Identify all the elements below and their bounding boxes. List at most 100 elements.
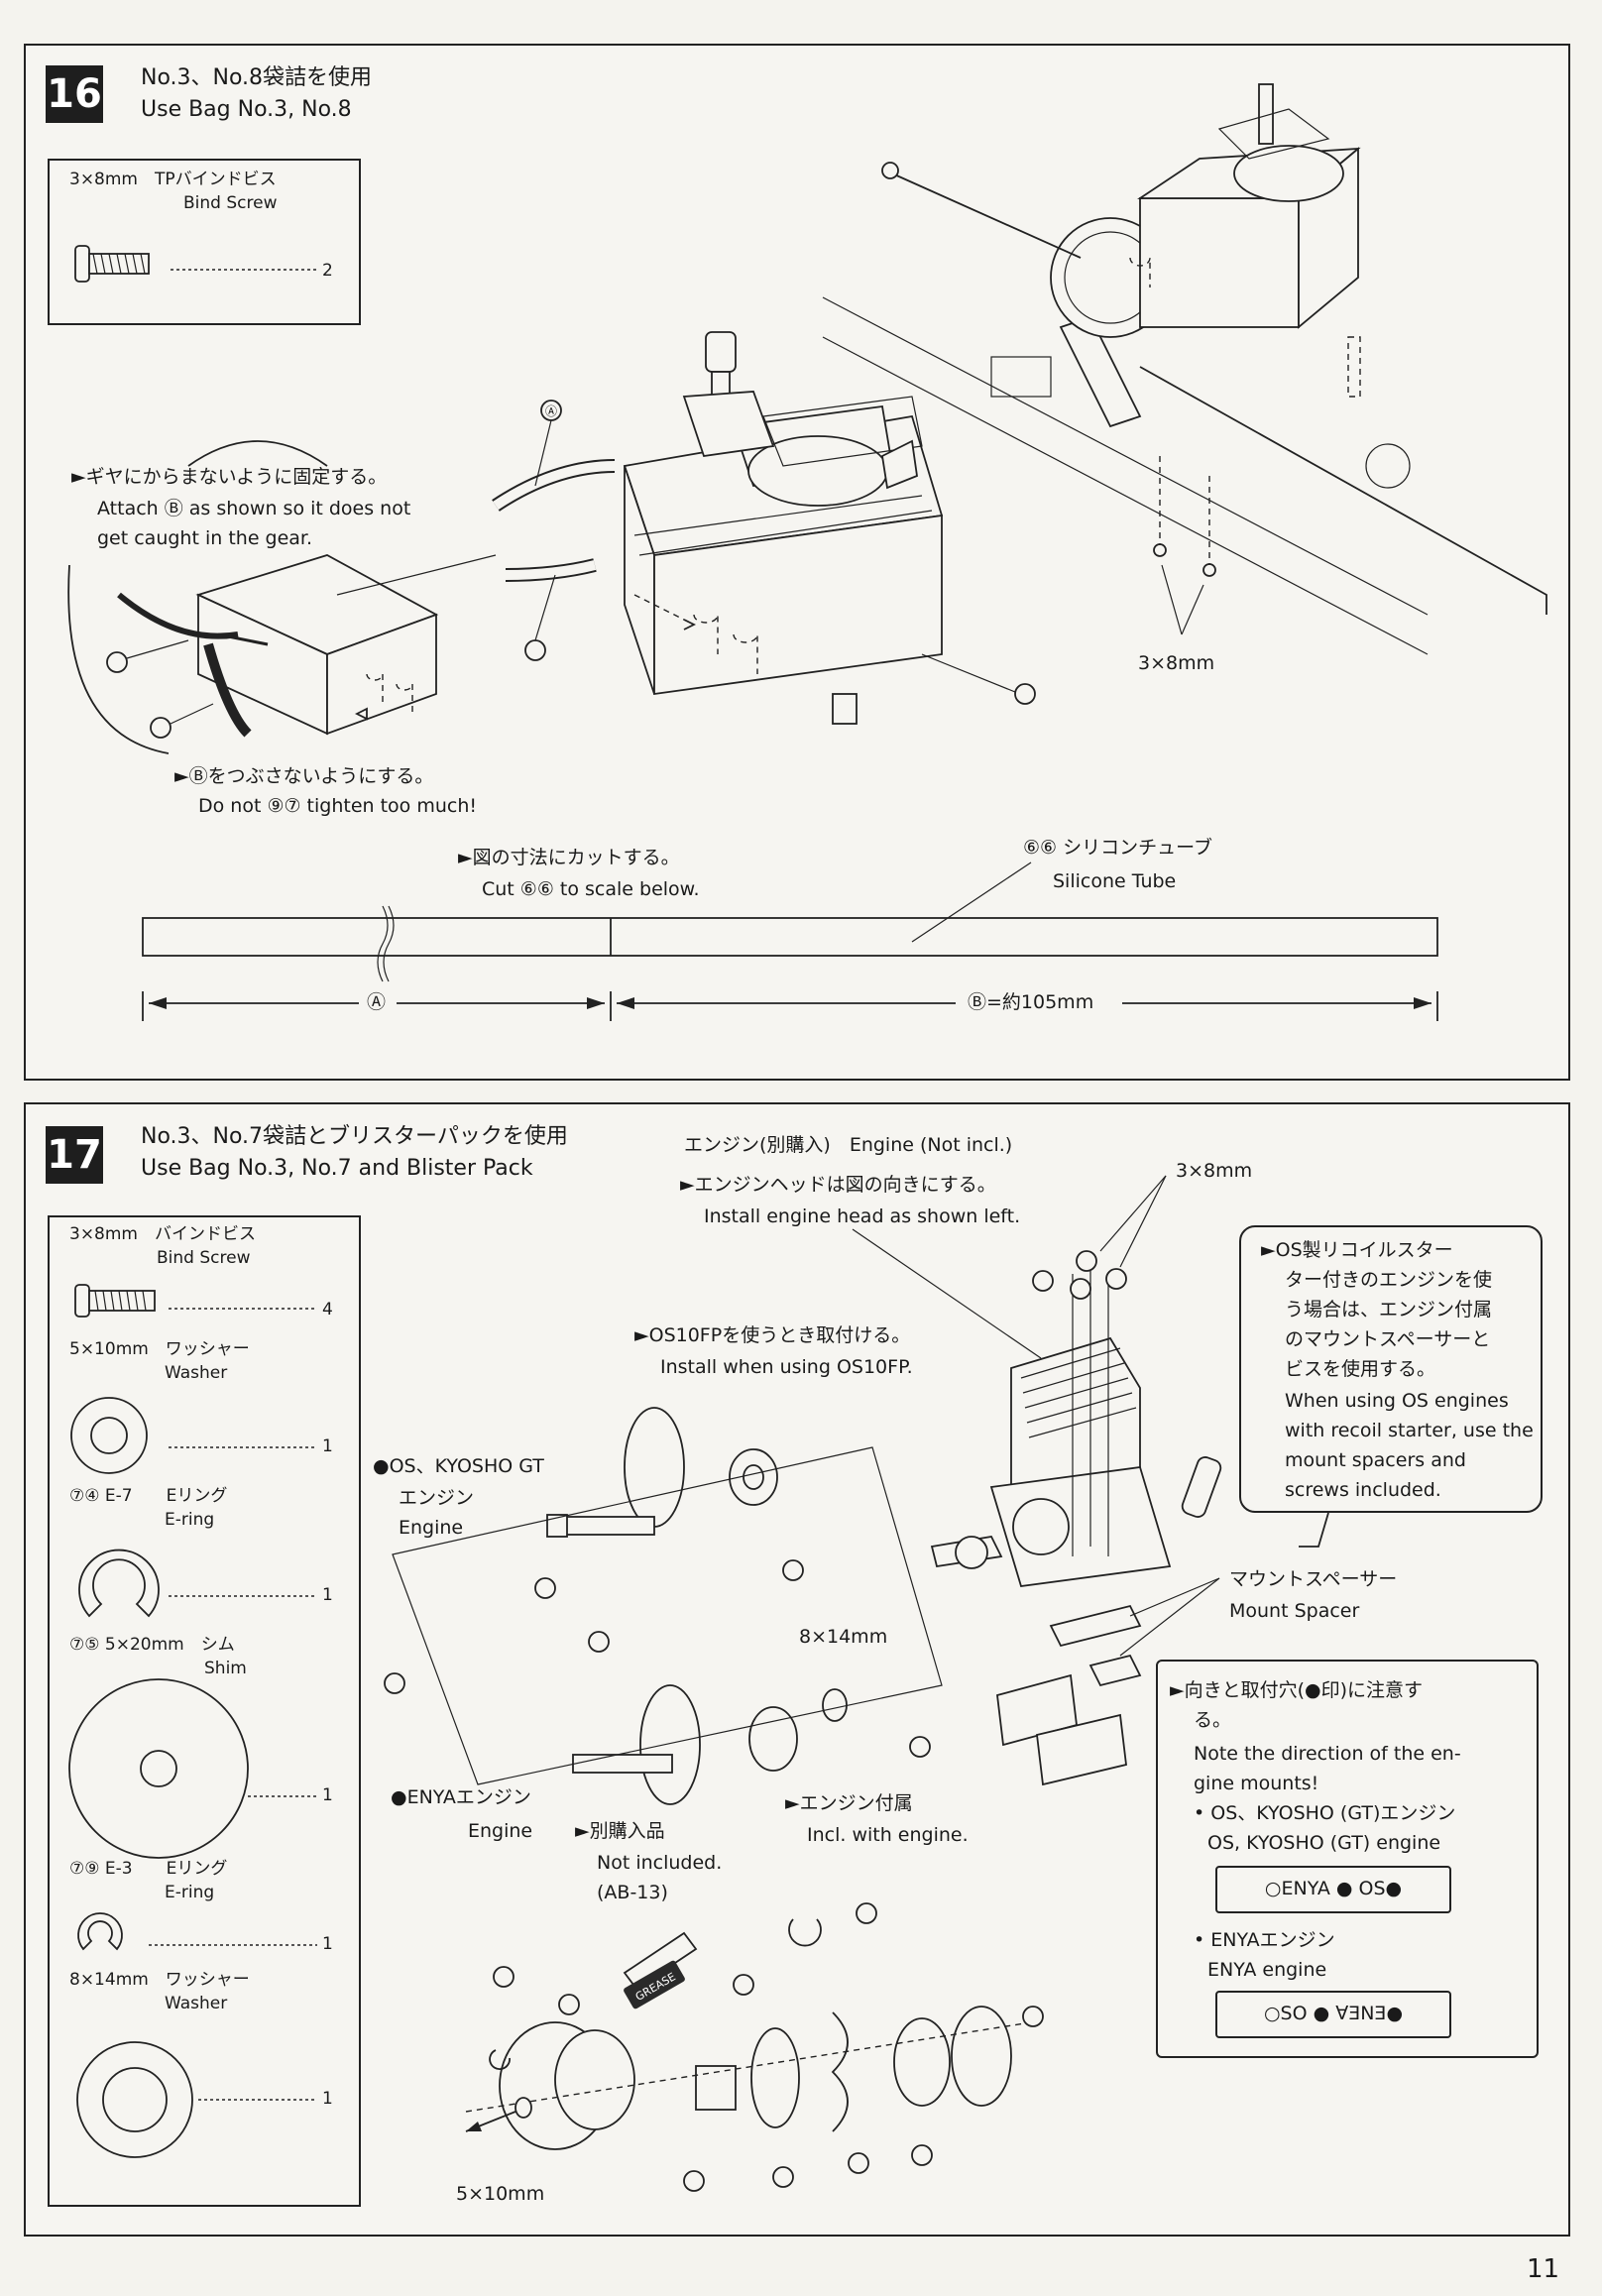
step-17-number: 17 [46, 1126, 103, 1184]
tube-label-en: Silicone Tube [1053, 870, 1177, 892]
p17-1-en: Bind Screw [157, 1248, 251, 1268]
bottom-washer-label: 5×10mm [456, 2183, 545, 2205]
washer-5x10-icon [70, 1397, 317, 1474]
head-note-jp: ►エンジンヘッドは図の向きにする。 [680, 1174, 996, 1196]
chassis-assembly [822, 83, 1547, 655]
engine-label: エンジン(別購入) Engine (Not incl.) [684, 1134, 1013, 1156]
bind-screw-17-icon [74, 1284, 317, 1318]
dir-en1: Note the direction of the en- [1194, 1743, 1461, 1765]
os-note-box [1239, 1225, 1543, 1513]
os-note-jp-4: のマウントスペーサーと [1285, 1328, 1491, 1350]
page-number: 11 [1527, 2254, 1560, 2284]
os-direction-text: ○ENYA ● OS● [1264, 1878, 1403, 1899]
fuel-tank-drawing [623, 331, 944, 725]
p17-5-jp: ⑦⑨ E-3 Eリング [69, 1859, 228, 1879]
callout-a: Ⓐ [545, 404, 557, 418]
washer-8x14-label: 8×14mm [799, 1626, 888, 1648]
step-16-parts-box [48, 159, 361, 325]
p17-4-jp: ⑦⑤ 5×20mm シム [69, 1635, 235, 1655]
incl-engine-jp: ►エンジン付属 [785, 1792, 913, 1814]
os-kyosho-en: Engine [399, 1517, 464, 1539]
p17-2-en: Washer [165, 1363, 228, 1383]
silicone-tube-diagram [142, 861, 1438, 1021]
p17-3-qty: 1 [322, 1585, 333, 1605]
dir-enya-en: ENYA engine [1207, 1959, 1327, 1981]
shim-icon [68, 1678, 317, 1859]
p17-2-qty: 1 [322, 1436, 333, 1456]
cut-note-en: Cut ⑥⑥ to scale below. [482, 878, 700, 900]
not-incl-jp: ►別購入品 [575, 1820, 665, 1842]
os-note-jp-3: う場合は、エンジン付属 [1285, 1299, 1493, 1320]
washer-8x14-icon [76, 2041, 317, 2158]
tight-note-jp: ►Ⓑをつぶさないようにする。 [174, 765, 434, 787]
not-incl-en: Not included. [597, 1852, 723, 1874]
callout-circles-17 [384, 1559, 1044, 2192]
p17-6-qty: 1 [322, 2089, 333, 2109]
cut-note-jp: ►図の寸法にカットする。 [458, 847, 680, 868]
os-note-en-2: with recoil starter, use the [1285, 1420, 1534, 1441]
p17-3-en: E-ring [165, 1510, 215, 1530]
os-note-en-3: mount spacers and [1285, 1449, 1466, 1471]
parts-screw-name: 3×8mm TPバインドビス [69, 170, 277, 189]
parts-screw-en: Bind Screw [183, 193, 278, 213]
p17-6-jp: 8×14mm ワッシャー [69, 1970, 250, 1990]
p17-2-jp: 5×10mm ワッシャー [69, 1339, 250, 1359]
p17-1-qty: 4 [322, 1300, 333, 1320]
dir-os-jp: • OS、KYOSHO (GT)エンジン [1194, 1802, 1456, 1824]
p17-4-qty: 1 [322, 1785, 333, 1805]
enya-en: Engine [468, 1820, 533, 1842]
tube-label-jp: ⑥⑥ シリコンチューブ [1023, 837, 1212, 859]
parts-screw-qty: 2 [322, 261, 333, 281]
dir-os-en: OS, KYOSHO (GT) engine [1207, 1832, 1441, 1854]
os10-note-en: Install when using OS10FP. [660, 1356, 913, 1378]
not-incl-code: (AB-13) [597, 1882, 668, 1903]
bind-screw-icon [74, 245, 319, 283]
os-kyosho-jp: ●OS、KYOSHO GT [373, 1455, 544, 1477]
dir-jp1: ►向きと取付穴(●印)に注意す [1170, 1679, 1424, 1701]
os-note-en-1: When using OS engines [1285, 1390, 1509, 1412]
incl-engine-en: Incl. with engine. [807, 1824, 969, 1846]
head-note-en: Install engine head as shown left. [704, 1205, 1021, 1227]
tight-note-en: Do not ⑨⑦ tighten too much! [198, 795, 478, 817]
flywheel-os-drawing [546, 1407, 778, 1538]
step-16-number: 16 [46, 65, 103, 123]
dir-en2: gine mounts! [1194, 1773, 1319, 1794]
screw-label-17: 3×8mm [1176, 1160, 1253, 1182]
os-kyosho-jp2: エンジン [399, 1487, 475, 1509]
step-17-title-en: Use Bag No.3, No.7 and Blister Pack [141, 1156, 533, 1181]
e-ring-e7-icon [78, 1549, 317, 1618]
gear-note-en2: get caught in the gear. [97, 527, 313, 549]
os-note-en-4: screws included. [1285, 1479, 1441, 1501]
os-note-jp-2: ター付きのエンジンを使 [1285, 1269, 1493, 1291]
enya-direction-text: ○SO ● ∀ƎNƎ● [1263, 2003, 1404, 2024]
enya-direction-box [1215, 1991, 1451, 2038]
step-16-title-en: Use Bag No.3, No.8 [141, 97, 352, 122]
p17-3-jp: ⑦④ E-7 Eリング [69, 1486, 228, 1506]
engine-drawing [852, 1175, 1329, 1786]
step-17-title-jp: No.3、No.7袋詰とブリスターパックを使用 [141, 1124, 568, 1149]
dir-jp2: る。 [1194, 1709, 1232, 1731]
os-direction-box [1215, 1866, 1451, 1913]
mount-spacer-jp: マウントスペーサー [1229, 1568, 1398, 1590]
clutch-assembly-drawing [465, 1918, 1032, 2150]
p17-4-en: Shim [204, 1659, 247, 1678]
step-16-title-jp: No.3、No.8袋詰を使用 [141, 65, 373, 90]
e-ring-e3-icon [77, 1912, 317, 1951]
gear-note-en1: Attach Ⓑ as shown so it does not [97, 498, 411, 519]
p17-5-en: E-ring [165, 1883, 215, 1902]
os10-note-jp: ►OS10FPを使うとき取付ける。 [634, 1324, 911, 1346]
dir-enya-jp: • ENYAエンジン [1194, 1929, 1335, 1951]
os-note-jp-5: ビスを使用する。 [1285, 1358, 1436, 1380]
os-note-jp-1: ►OS製リコイルスター [1261, 1239, 1453, 1261]
screw-label-16: 3×8mm [1138, 652, 1215, 674]
dim-a-label: Ⓐ [367, 991, 387, 1013]
p17-6-en: Washer [165, 1994, 228, 2013]
mount-spacer-en: Mount Spacer [1229, 1600, 1360, 1622]
p17-1-jp: 3×8mm バインドビス [69, 1224, 256, 1244]
p17-5-qty: 1 [322, 1934, 333, 1954]
gear-note-jp: ►ギヤにからまないように固定する。 [71, 466, 388, 488]
dim-b-label: Ⓑ=約105mm [968, 991, 1094, 1013]
flywheel-enya-drawing [572, 1684, 848, 1805]
enya-jp: ●ENYAエンジン [391, 1786, 531, 1808]
